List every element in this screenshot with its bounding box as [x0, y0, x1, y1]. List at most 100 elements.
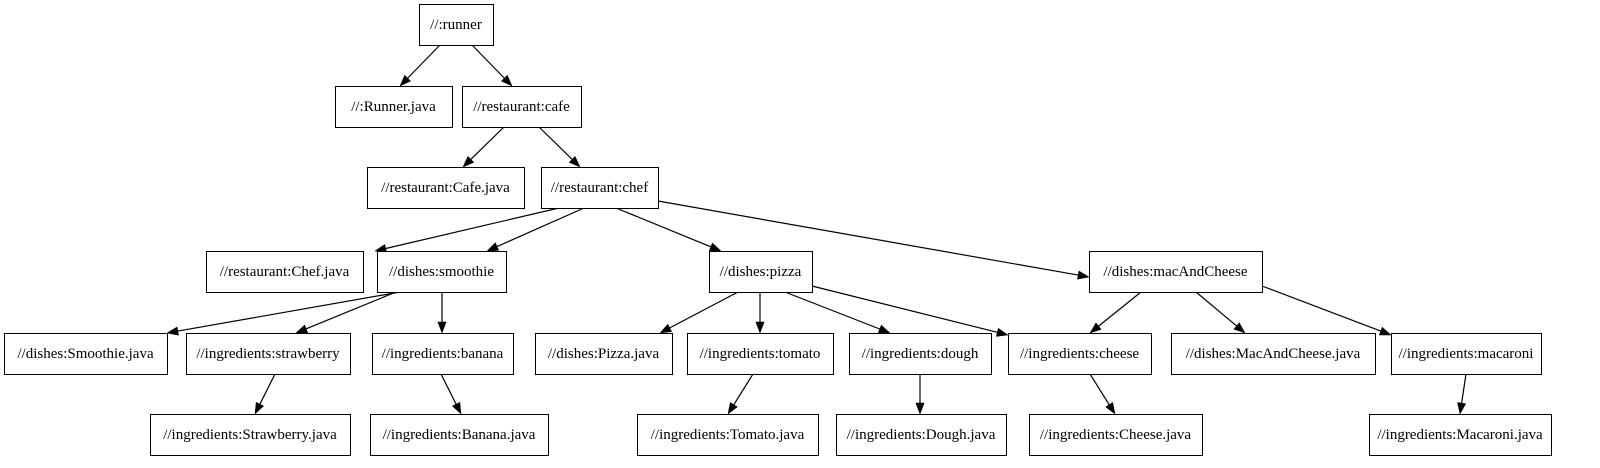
node-label: //ingredients:cheese [1020, 346, 1139, 362]
graph-edge [1089, 291, 1142, 334]
graph-node-macaroni_java[interactable]: //ingredients:Macaroni.java [1369, 414, 1552, 456]
node-label: //restaurant:Chef.java [220, 264, 350, 280]
graph-node-banana_java[interactable]: //ingredients:Banana.java [370, 414, 549, 456]
node-box[interactable] [1391, 333, 1542, 375]
graph-edge [399, 44, 441, 87]
arrowhead-icon [437, 321, 447, 334]
node-label: //dishes:macAndCheese [1103, 264, 1247, 280]
graph-edge [471, 44, 513, 87]
node-box[interactable] [1089, 251, 1263, 293]
graph-node-smoothie_java[interactable]: //dishes:Smoothie.java [4, 333, 168, 375]
node-box[interactable] [541, 167, 659, 209]
graph-node-dishes_pizza[interactable]: //dishes:pizza [709, 251, 813, 293]
node-box[interactable] [462, 86, 582, 128]
node-label: //dishes:Pizza.java [548, 346, 660, 362]
graph-node-strawberry_java[interactable]: //ingredients:Strawberry.java [150, 414, 351, 456]
node-box[interactable] [335, 86, 453, 128]
arrowhead-icon [1378, 326, 1392, 336]
graph-node-cafe_java[interactable]: //restaurant:Cafe.java [367, 167, 525, 209]
node-label: //dishes:smoothie [389, 264, 494, 280]
arrowhead-icon [659, 323, 673, 334]
graph-node-restaurant_chef[interactable]: //restaurant:chef [541, 167, 659, 209]
arrowhead-icon [295, 324, 309, 334]
node-box[interactable] [687, 333, 834, 375]
graph-node-ing_macaroni[interactable]: //ingredients:macaroni [1391, 333, 1542, 375]
node-box[interactable] [535, 333, 673, 375]
graph-node-macandcheese_java[interactable]: //dishes:MacAndCheese.java [1171, 333, 1376, 375]
arrowhead-icon [995, 327, 1009, 337]
node-label: //ingredients:banana [382, 346, 504, 362]
node-box[interactable] [150, 414, 351, 456]
node-label: //dishes:pizza [720, 264, 802, 280]
graph-edge [1457, 373, 1467, 415]
node-label: //restaurant:cafe [473, 99, 570, 115]
node-label: //dishes:MacAndCheese.java [1186, 346, 1361, 362]
node-box[interactable] [637, 414, 819, 456]
graph-edge [1261, 285, 1392, 336]
node-box[interactable] [186, 333, 351, 375]
graph-node-pizza_java[interactable]: //dishes:Pizza.java [535, 333, 673, 375]
graph-edge [811, 285, 1009, 337]
graph-node-dough_java[interactable]: //ingredients:Dough.java [836, 414, 1007, 456]
arrowhead-icon [755, 321, 765, 334]
arrowhead-icon [451, 401, 462, 415]
graph-node-chef_java[interactable]: //restaurant:Chef.java [206, 251, 364, 293]
node-label: //ingredients:dough [862, 346, 979, 362]
graph-edge [295, 291, 397, 334]
node-label: //dishes:Smoothie.java [17, 346, 154, 362]
node-box[interactable] [4, 333, 168, 375]
arrowhead-icon [500, 74, 513, 87]
node-box[interactable] [1369, 414, 1552, 456]
graph-node-ing_banana[interactable]: //ingredients:banana [372, 333, 514, 375]
graph-node-ing_tomato[interactable]: //ingredients:tomato [687, 333, 834, 375]
graph-node-dishes_macandcheese[interactable]: //dishes:macAndCheese [1089, 251, 1263, 293]
graph-edge [486, 207, 585, 252]
graph-edge [755, 292, 765, 334]
graph-node-dishes_smoothie[interactable]: //dishes:smoothie [377, 251, 507, 293]
node-box[interactable] [206, 251, 364, 293]
nodes-layer: //:runner //:Runner.java //restaurant:cafe… [4, 4, 1552, 456]
arrowhead-icon [486, 242, 500, 252]
node-label: //ingredients:strawberry [196, 346, 340, 362]
graph-edge [659, 291, 739, 334]
graph-node-runner[interactable]: //:runner [419, 4, 494, 46]
node-box[interactable] [1171, 333, 1376, 375]
graph-edge [1195, 291, 1246, 334]
graph-edge [166, 291, 401, 336]
node-box[interactable] [849, 333, 992, 375]
edges-layer [166, 44, 1467, 415]
graph-node-ing_strawberry[interactable]: //ingredients:strawberry [186, 333, 351, 375]
node-label: //ingredients:Cheese.java [1040, 427, 1192, 443]
graph-edge [784, 291, 891, 334]
node-box[interactable] [1008, 333, 1152, 375]
graph-edge [615, 207, 722, 252]
node-box[interactable] [372, 333, 514, 375]
node-box[interactable] [377, 251, 507, 293]
graph-edge [462, 126, 505, 168]
graph-edge [657, 200, 1090, 280]
arrowhead-icon [462, 155, 475, 168]
graph-node-runner_java[interactable]: //:Runner.java [335, 86, 453, 128]
arrowhead-icon [1233, 322, 1246, 334]
node-box[interactable] [709, 251, 813, 293]
node-box[interactable] [419, 4, 494, 46]
node-box[interactable] [370, 414, 549, 456]
arrowhead-icon [399, 74, 412, 87]
graph-node-tomato_java[interactable]: //ingredients:Tomato.java [637, 414, 819, 456]
arrowhead-icon [708, 242, 722, 252]
arrowhead-icon [1457, 402, 1467, 415]
graph-edge [374, 207, 560, 253]
graph-node-cheese_java[interactable]: //ingredients:Cheese.java [1029, 414, 1203, 456]
graph-node-ing_dough[interactable]: //ingredients:dough [849, 333, 992, 375]
arrowhead-icon [877, 324, 891, 334]
node-box[interactable] [836, 414, 1007, 456]
graph-node-ing_cheese[interactable]: //ingredients:cheese [1008, 333, 1152, 375]
node-box[interactable] [367, 167, 525, 209]
node-label: //restaurant:chef [551, 180, 648, 196]
node-label: //restaurant:Cafe.java [381, 180, 510, 196]
node-label: //ingredients:Strawberry.java [163, 427, 337, 443]
node-box[interactable] [1029, 414, 1203, 456]
arrowhead-icon [1077, 270, 1090, 280]
graph-node-restaurant_cafe[interactable]: //restaurant:cafe [462, 86, 582, 128]
